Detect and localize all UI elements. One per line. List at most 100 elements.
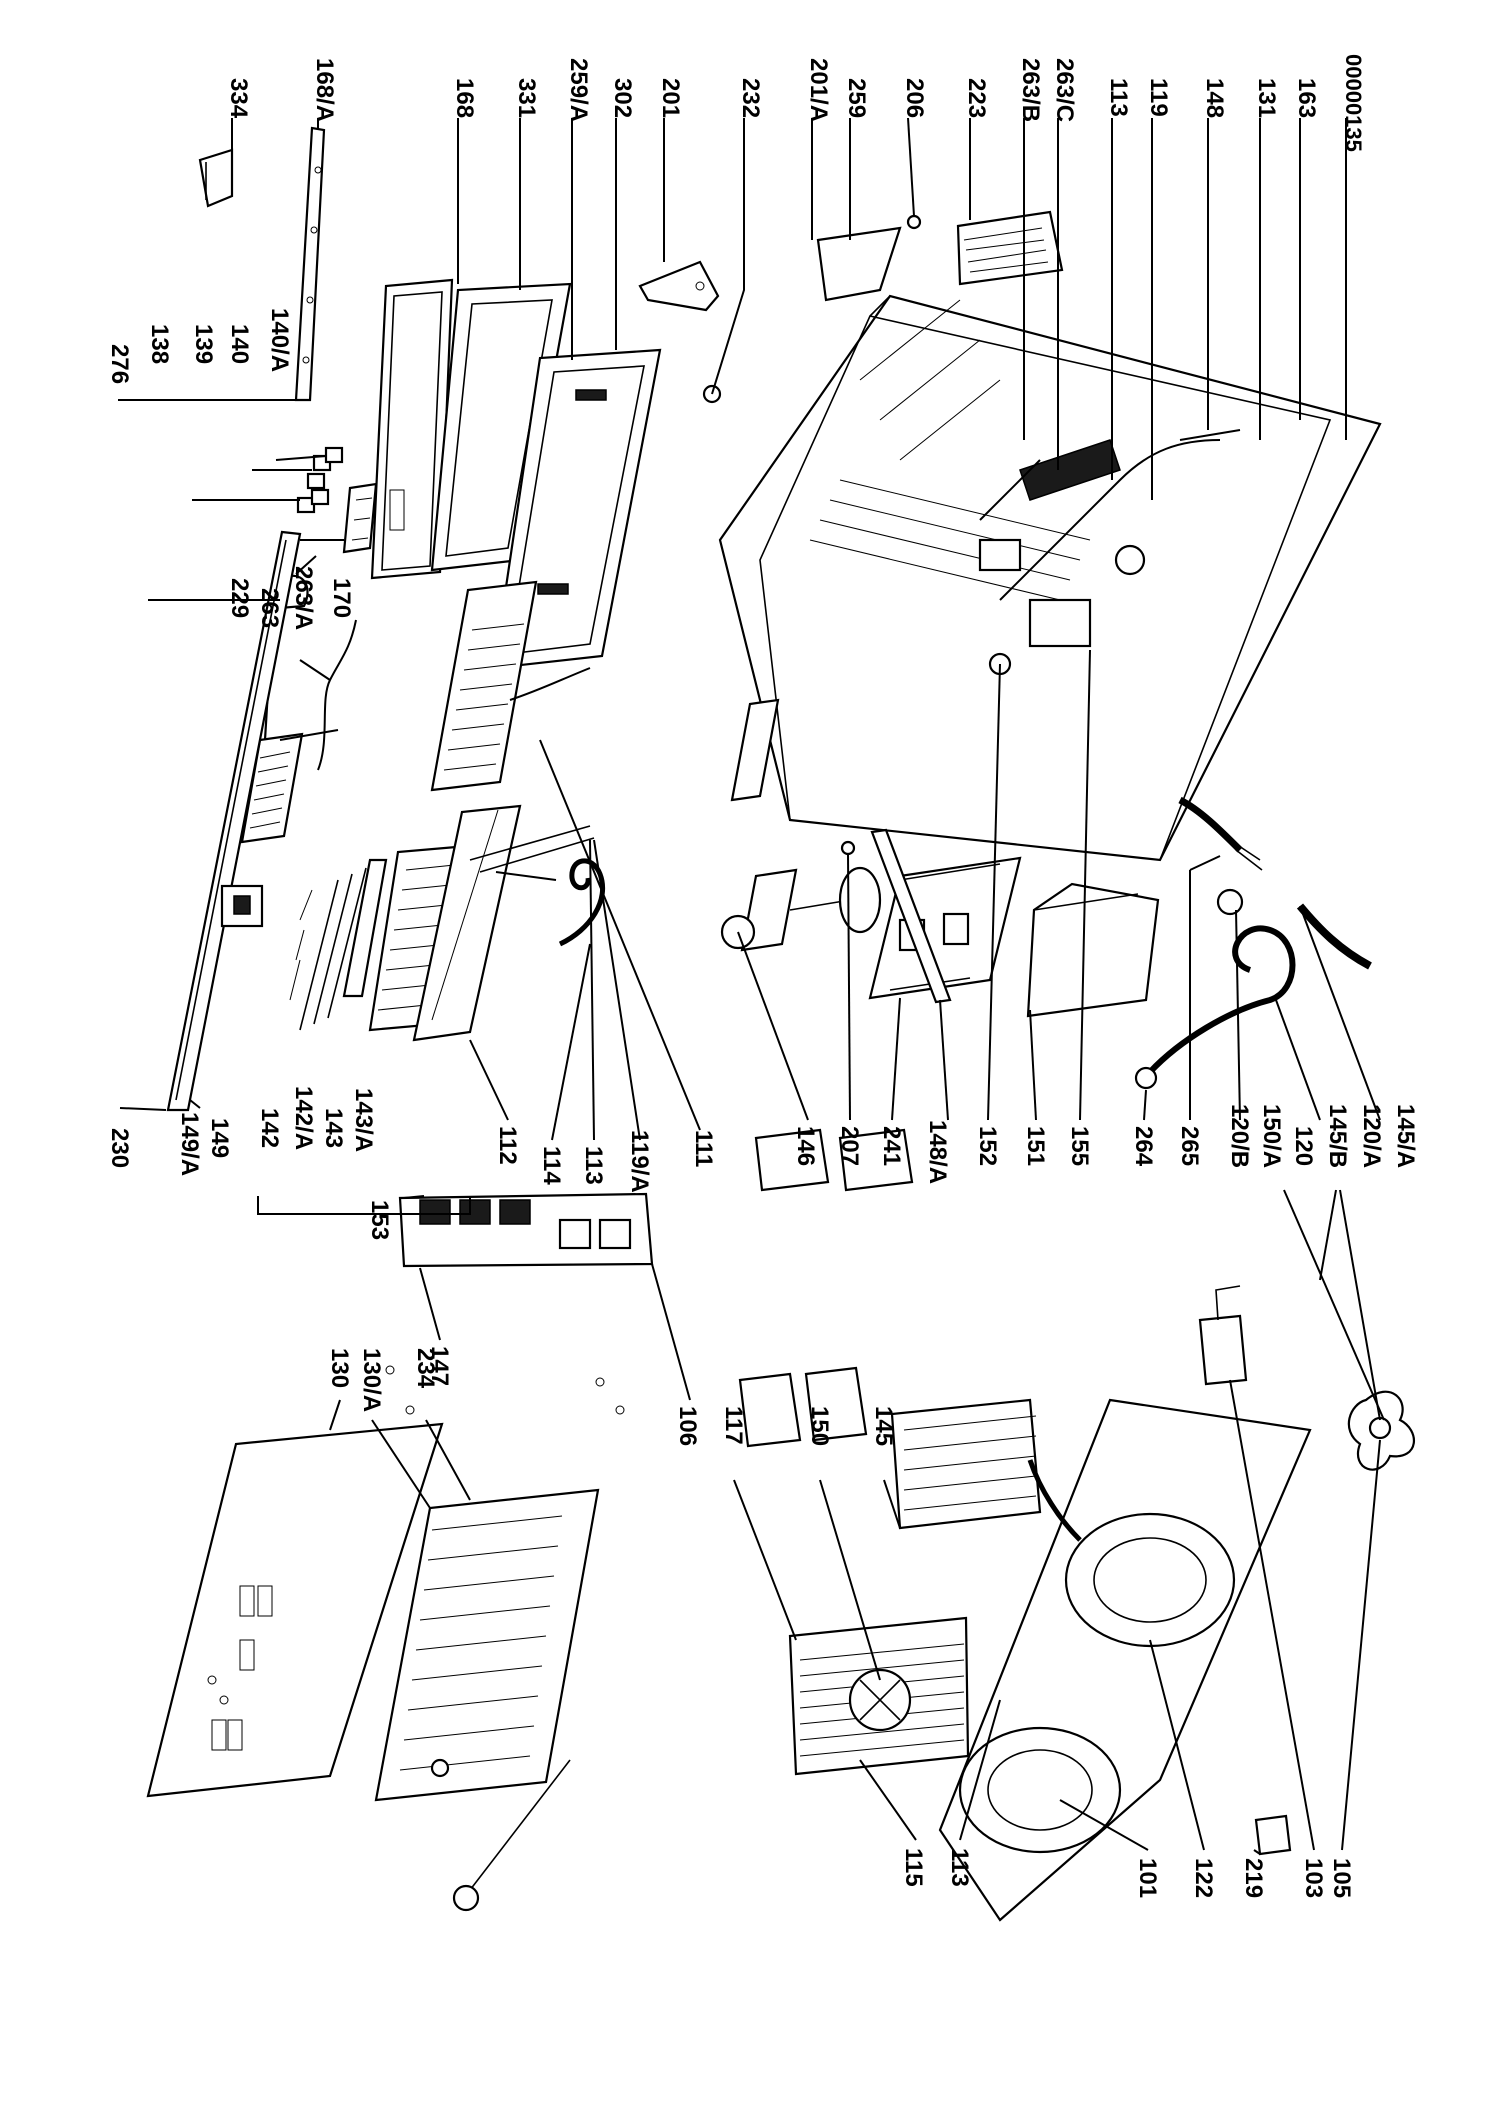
leader-lines [118, 117, 1385, 1855]
part-207-clip [840, 840, 856, 856]
callout-139: 139 [190, 324, 217, 364]
part-145-condenser [890, 1398, 1042, 1530]
callout-207: 207 [836, 1126, 863, 1166]
callout-115: 115 [900, 1848, 927, 1887]
part-168-control-panel [370, 278, 454, 580]
document-number: 00000135 [1341, 54, 1366, 152]
part-130a-vented-panel [374, 1488, 600, 1802]
callout-152: 152 [974, 1126, 1001, 1166]
callout-149: 149 [206, 1118, 233, 1158]
callout-131: 131 [1253, 78, 1280, 118]
part-145a-hose [1178, 796, 1263, 871]
callout-150: 150 [806, 1406, 833, 1446]
callout-223: 223 [963, 78, 990, 118]
callout-163: 163 [1293, 78, 1320, 118]
callout-153: 153 [366, 1200, 393, 1240]
parts-138-140-small [296, 446, 344, 514]
callout-170: 170 [328, 578, 355, 618]
part-117-fan-assembly [788, 1616, 970, 1776]
part-101-compressor [958, 1726, 1122, 1854]
callout-259a: 259/A [565, 58, 592, 122]
callout-302: 302 [609, 78, 636, 118]
part-259-top-cover [816, 226, 902, 302]
callout-145a: 145/A [1392, 1104, 1419, 1168]
callout-101: 101 [1134, 1858, 1161, 1898]
callout-labels: 334 168/A 168 331 259/A 302 201 232 201/… [106, 54, 1419, 1898]
part-130-back-panel [146, 1422, 444, 1798]
part-103-cover [1198, 1285, 1248, 1386]
part-149-block [220, 884, 264, 928]
callout-130: 130 [326, 1348, 353, 1388]
callout-106: 106 [674, 1406, 701, 1446]
part-206-screw [906, 214, 922, 230]
part-112-plate [412, 804, 522, 1042]
part-331-panel-frame [430, 282, 572, 572]
part-201-hinge [638, 260, 720, 312]
callout-113-mid: 113 [580, 1146, 607, 1185]
callout-148a: 148/A [924, 1120, 951, 1184]
callout-130a: 130/A [358, 1348, 385, 1412]
callout-112: 112 [494, 1126, 521, 1165]
main-cabinet [718, 294, 1382, 862]
parts-142-143-rods [289, 858, 388, 1031]
callout-232: 232 [737, 78, 764, 118]
callout-120b: 120/B [1226, 1104, 1253, 1168]
part-234-key [452, 1759, 571, 1912]
callout-168a: 168/A [311, 58, 338, 122]
callout-206: 206 [901, 78, 928, 118]
callout-113-bot: 113 [946, 1848, 973, 1887]
callout-147-label: 147 [426, 1346, 453, 1386]
part-111-grate [430, 580, 591, 792]
part-122-compressor [1027, 1459, 1236, 1648]
part-119a-element [469, 825, 595, 873]
callout-259: 259 [843, 78, 870, 118]
part-168a-strip [294, 126, 326, 402]
callout-264: 264 [1130, 1126, 1157, 1167]
part-170-relay [342, 482, 378, 554]
callout-241: 241 [878, 1126, 905, 1166]
callout-120: 120 [1290, 1126, 1317, 1166]
callout-168: 168 [451, 78, 478, 118]
callout-263: 263 [256, 588, 283, 628]
parts-electronic-modules [738, 1128, 914, 1448]
callout-148: 148 [1201, 78, 1228, 118]
callout-331: 331 [513, 78, 540, 118]
callout-122: 122 [1190, 1858, 1217, 1898]
callout-147-group: 147 [419, 1267, 453, 1386]
callout-142: 142 [256, 1108, 283, 1148]
callout-201a: 201/A [805, 58, 832, 122]
callout-149a: 149/A [176, 1112, 203, 1176]
part-114-coil [495, 858, 606, 947]
callout-140: 140 [226, 324, 253, 364]
callout-230: 230 [106, 1128, 133, 1168]
part-146-valve [720, 866, 882, 952]
callout-276: 276 [106, 344, 133, 384]
callout-105: 105 [1328, 1858, 1355, 1898]
callout-146: 146 [792, 1126, 819, 1166]
callout-201: 201 [657, 78, 684, 118]
callout-143a: 143/A [350, 1088, 377, 1152]
callout-143: 143 [320, 1108, 347, 1148]
callout-120a: 120/A [1358, 1104, 1385, 1168]
callout-138: 138 [146, 324, 173, 364]
callout-265: 265 [1176, 1126, 1203, 1166]
part-105-fan [1347, 1390, 1415, 1471]
callout-334: 334 [225, 78, 252, 119]
callout-229: 229 [226, 578, 253, 618]
callout-119: 119 [1145, 78, 1172, 117]
callout-119a: 119/A [626, 1130, 653, 1193]
part-106-circuit-board [385, 1192, 654, 1415]
callout-113-top: 113 [1105, 78, 1132, 117]
callout-234: 234 [412, 1348, 439, 1389]
callout-151: 151 [1022, 1126, 1049, 1166]
part-219-bracket [1254, 1814, 1292, 1856]
callout-117: 117 [720, 1406, 747, 1445]
callout-155: 155 [1066, 1126, 1093, 1166]
callout-263a: 263/A [290, 566, 317, 630]
callout-142a: 142/A [290, 1086, 317, 1150]
callout-140a: 140/A [266, 308, 293, 372]
callout-145: 145 [870, 1406, 897, 1446]
callout-114: 114 [538, 1146, 565, 1185]
part-230-long-panel [166, 530, 302, 1112]
